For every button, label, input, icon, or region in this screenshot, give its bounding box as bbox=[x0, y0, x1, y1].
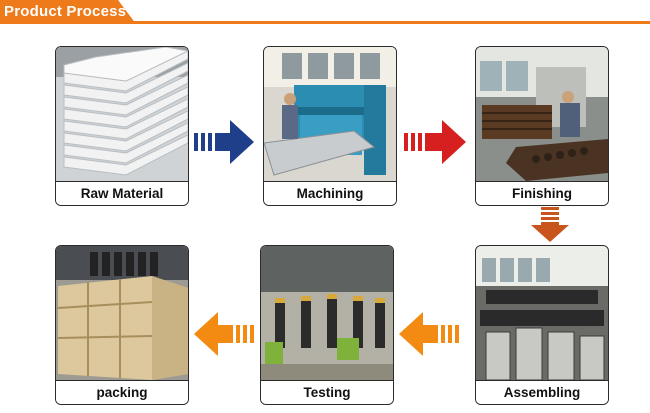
packing-photo bbox=[56, 246, 188, 380]
step-label-bar: Raw Material bbox=[56, 181, 188, 205]
assembling-photo bbox=[476, 246, 608, 380]
step-label-bar: packing bbox=[56, 380, 188, 404]
finishing-photo bbox=[476, 47, 608, 181]
raw-material-photo bbox=[56, 47, 188, 181]
step-card-testing: Testing bbox=[260, 245, 394, 405]
machining-photo bbox=[264, 47, 396, 181]
arrow-left-orange-icon bbox=[192, 310, 254, 358]
testing-photo bbox=[261, 246, 393, 380]
step-card-assembling: Assembling bbox=[475, 245, 609, 405]
step-label-packing: packing bbox=[96, 385, 148, 400]
page-title: Product Process bbox=[4, 3, 127, 20]
step-card-finishing: Finishing bbox=[475, 46, 609, 206]
step-label-bar: Assembling bbox=[476, 380, 608, 404]
arrow-down-brown-icon bbox=[529, 207, 571, 243]
step-label-testing: Testing bbox=[303, 385, 351, 400]
step-label-bar: Testing bbox=[261, 380, 393, 404]
arrow-left-orange-icon bbox=[397, 310, 459, 358]
step-label-finishing: Finishing bbox=[512, 186, 572, 201]
step-label-machining: Machining bbox=[296, 186, 364, 201]
header-underline bbox=[0, 21, 650, 24]
step-card-raw-material: Raw Material bbox=[55, 46, 189, 206]
step-label-bar: Machining bbox=[264, 181, 396, 205]
step-label-raw-material: Raw Material bbox=[80, 186, 164, 201]
step-card-packing: packing bbox=[55, 245, 189, 405]
step-label-assembling: Assembling bbox=[503, 385, 581, 400]
step-label-bar: Finishing bbox=[476, 181, 608, 205]
arrow-right-blue-icon bbox=[194, 118, 256, 166]
step-card-machining: Machining bbox=[263, 46, 397, 206]
arrow-right-red-icon bbox=[404, 118, 468, 166]
header-banner bbox=[0, 0, 136, 24]
